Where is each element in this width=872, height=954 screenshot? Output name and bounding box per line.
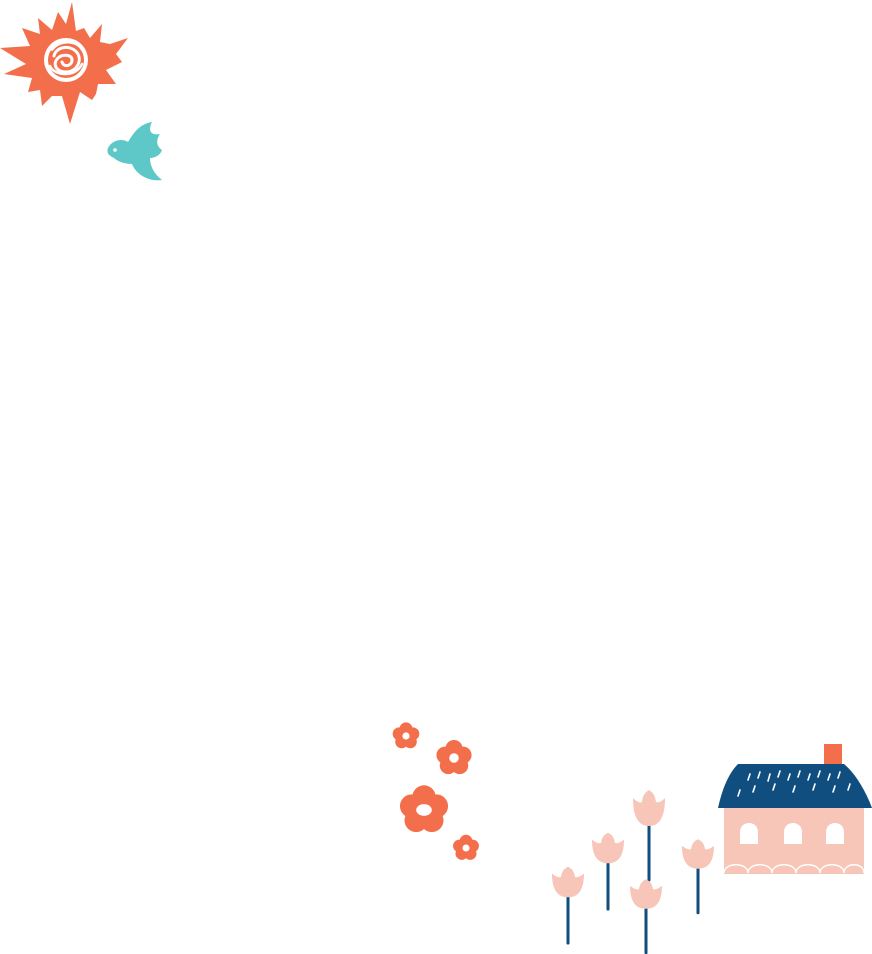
flower-icon bbox=[392, 722, 420, 749]
tulip-icon bbox=[680, 837, 716, 915]
house-window bbox=[826, 823, 844, 844]
bird-icon bbox=[107, 122, 162, 181]
flower-icon bbox=[453, 834, 479, 860]
house-scallop-trim bbox=[723, 864, 865, 874]
tulip-icon bbox=[550, 865, 586, 945]
house-icon bbox=[718, 744, 872, 874]
flower-cluster bbox=[392, 722, 479, 860]
chimney bbox=[824, 744, 842, 768]
tulip-icon bbox=[628, 877, 664, 954]
house-window bbox=[740, 823, 758, 844]
tulip-field bbox=[550, 788, 716, 954]
tulip-icon bbox=[590, 831, 626, 911]
sun-icon bbox=[0, 2, 128, 124]
flower-icon bbox=[436, 739, 472, 775]
house-window bbox=[784, 823, 802, 844]
flower-icon bbox=[399, 785, 449, 833]
tulip-icon bbox=[631, 788, 667, 882]
